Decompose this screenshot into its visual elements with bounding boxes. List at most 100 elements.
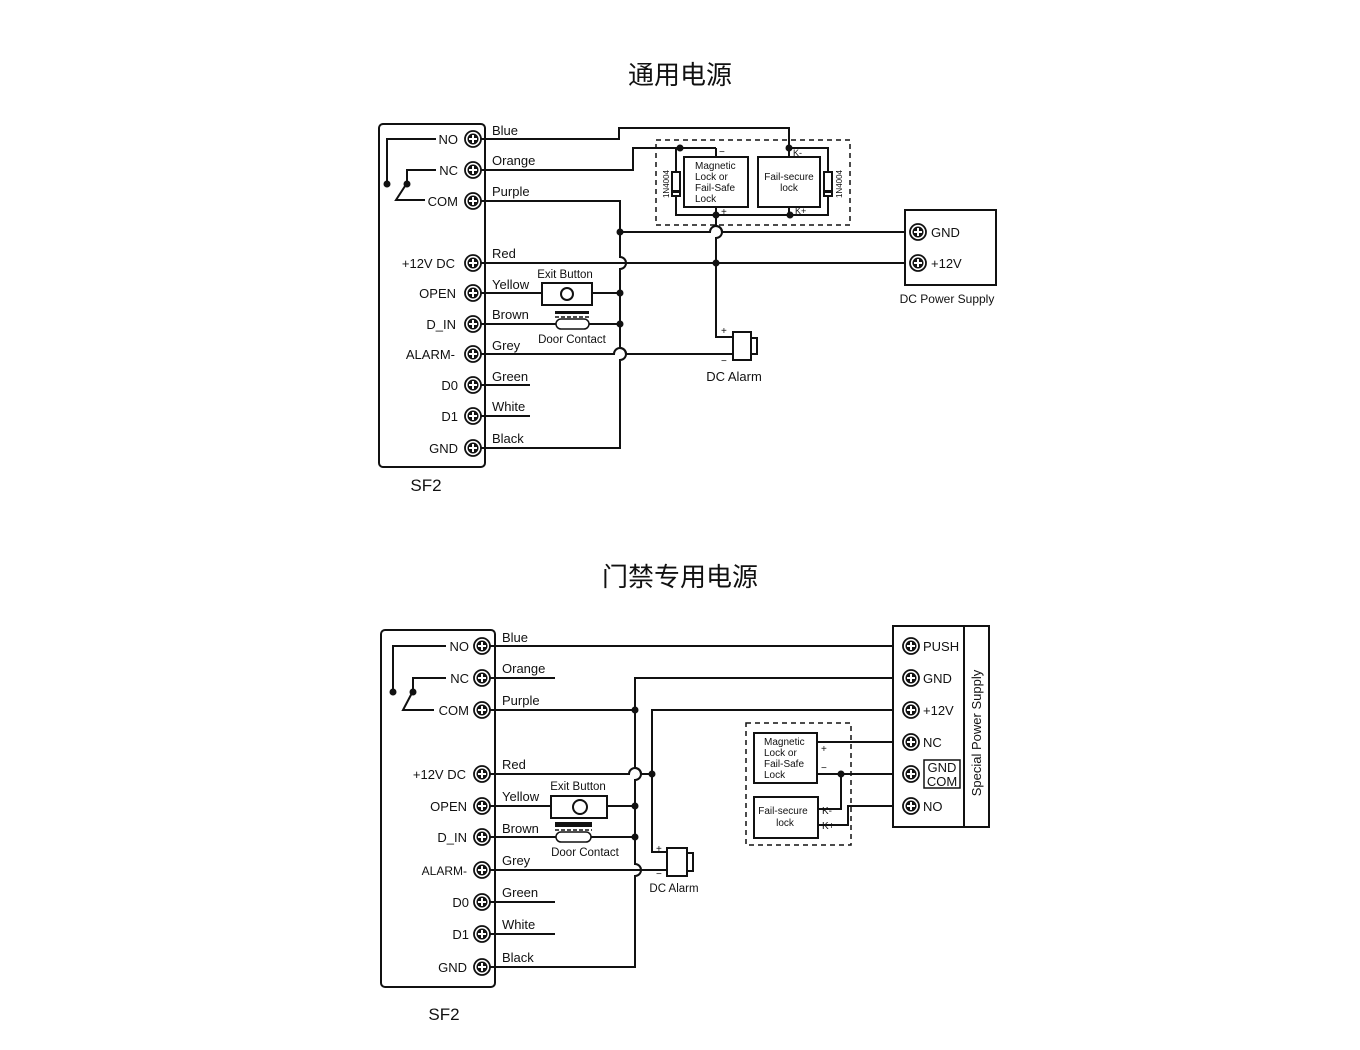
psu-12v-label: +12V — [931, 256, 962, 271]
wire-label-orange: Orange — [492, 153, 535, 168]
terminal-label-gnd: GND — [438, 960, 467, 975]
wire-label-grey: Grey — [492, 338, 521, 353]
psu-12v-label: +12V — [923, 703, 954, 718]
screw-terminal-icon — [902, 733, 920, 751]
screw-terminal-icon — [473, 958, 491, 976]
screw-terminal-icon — [464, 345, 482, 363]
wire-label-purple: Purple — [502, 693, 540, 708]
failsecure-line1: Fail-secure — [758, 806, 808, 817]
screw-terminal-icon — [902, 797, 920, 815]
bottom-title: 门禁专用电源 — [602, 563, 758, 593]
bottom-relay-symbol — [389, 645, 446, 711]
wire-label-blue: Blue — [502, 630, 528, 645]
top-door-contact: Door Contact — [538, 311, 607, 346]
screw-terminal-icon — [902, 701, 920, 719]
wire-label-blue: Blue — [492, 123, 518, 138]
top-wires — [481, 127, 905, 449]
special-power-supply: PUSH GND +12V NC GND COM NO Special Powe… — [892, 625, 990, 828]
wire-label-black: Black — [502, 950, 534, 965]
terminal-label-nc: NC — [439, 163, 458, 178]
maglock-line1: Magnetic — [764, 737, 805, 748]
screw-terminal-icon — [464, 407, 482, 425]
bottom-door-contact: Door Contact — [551, 822, 620, 859]
psu-gnd2-label: GND — [928, 760, 957, 775]
screw-terminal-icon — [464, 439, 482, 457]
top-exit-button: Exit Button — [537, 269, 593, 306]
terminal-label-com: COM — [439, 703, 469, 718]
screw-terminal-icon — [902, 669, 920, 687]
screw-terminal-icon — [902, 765, 920, 783]
top-relay-symbol — [383, 138, 436, 201]
lock-plus: + — [721, 207, 727, 218]
bottom-terminal-labels: NO NC COM +12V DC OPEN D_IN ALARM- D0 D1… — [413, 639, 469, 975]
terminal-label-open: OPEN — [419, 286, 456, 301]
screw-terminal-icon — [473, 701, 491, 719]
dc-alarm-label: DC Alarm — [649, 883, 698, 895]
k-minus: K- — [793, 148, 802, 158]
screw-terminal-icon — [464, 284, 482, 302]
k-plus: K+ — [795, 206, 806, 216]
special-psu-label: Special Power Supply — [969, 669, 984, 796]
diode-label-right: 1N4004 — [835, 169, 844, 198]
wire-label-white: White — [502, 917, 535, 932]
maglock-line2: Lock or — [764, 748, 797, 759]
screw-terminal-icon — [909, 223, 927, 241]
terminal-label-alarm: ALARM- — [406, 347, 455, 362]
maglock-line2: Lock or — [695, 172, 728, 183]
wire-label-black: Black — [492, 431, 524, 446]
wire-label-brown: Brown — [502, 821, 539, 836]
screw-terminal-icon — [473, 893, 491, 911]
psu-com-label: COM — [927, 774, 957, 789]
top-lock-group: Magnetic Lock or Fail-Safe Lock Fail-sec… — [655, 139, 851, 226]
lock-plus: + — [821, 744, 827, 755]
wire-label-orange: Orange — [502, 661, 545, 676]
top-title: 通用电源 — [628, 61, 732, 91]
maglock-line3: Fail-Safe — [695, 183, 735, 194]
screw-terminal-icon — [464, 254, 482, 272]
alarm-minus: − — [721, 356, 727, 367]
diode-label-left: 1N4004 — [662, 169, 671, 198]
psu-nc-label: NC — [923, 735, 942, 750]
door-contact-label: Door Contact — [538, 334, 607, 346]
wire-label-purple: Purple — [492, 184, 530, 199]
screw-terminal-icon — [473, 925, 491, 943]
bottom-exit-button: Exit Button — [550, 781, 608, 819]
psu-push-label: PUSH — [923, 639, 959, 654]
psu-no-label: NO — [923, 799, 943, 814]
top-wire-labels: Blue Orange Purple Red Yellow Brown Grey… — [492, 123, 535, 446]
maglock-line1: Magnetic — [695, 161, 736, 172]
terminal-label-din: D_IN — [437, 830, 467, 845]
terminal-label-com: COM — [428, 194, 458, 209]
terminal-label-nc: NC — [450, 671, 469, 686]
wire-label-red: Red — [492, 246, 516, 261]
failsecure-line2: lock — [780, 183, 799, 194]
bottom-lock-group: Magnetic Lock or Fail-Safe Lock Fail-sec… — [745, 722, 903, 846]
terminal-label-12v: +12V DC — [413, 767, 466, 782]
k-minus: K- — [822, 806, 832, 817]
maglock-line4: Lock — [764, 770, 786, 781]
exit-button-label: Exit Button — [550, 781, 606, 793]
screw-terminal-icon — [902, 637, 920, 655]
top-dc-alarm: + − DC Alarm — [706, 326, 762, 384]
bottom-controller-label: SF2 — [428, 1005, 459, 1024]
screw-terminal-icon — [464, 376, 482, 394]
top-controller-box — [378, 123, 486, 468]
wire-label-white: White — [492, 399, 525, 414]
wire-label-green: Green — [492, 369, 528, 384]
maglock-line3: Fail-Safe — [764, 759, 804, 770]
wire-label-yellow: Yellow — [502, 789, 540, 804]
failsecure-line1: Fail-secure — [764, 172, 814, 183]
lock-minus: − — [821, 763, 827, 774]
screw-terminal-icon — [473, 797, 491, 815]
screw-terminal-icon — [473, 637, 491, 655]
terminal-label-d0: D0 — [452, 895, 469, 910]
alarm-plus: + — [721, 326, 727, 337]
terminal-label-d0: D0 — [441, 378, 458, 393]
door-contact-label: Door Contact — [551, 847, 620, 859]
bottom-dc-alarm: + − DC Alarm — [649, 844, 698, 895]
k-plus: K+ — [822, 821, 835, 832]
screw-terminal-icon — [473, 861, 491, 879]
screw-terminal-icon — [473, 669, 491, 687]
wire-label-green: Green — [502, 885, 538, 900]
